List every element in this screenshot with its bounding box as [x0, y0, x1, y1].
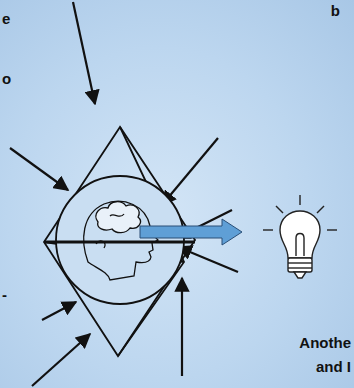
edge-text-fragment: o — [2, 70, 11, 88]
head-circle — [56, 176, 184, 304]
bulb-base — [288, 258, 312, 272]
incoming-arrows — [10, 2, 238, 386]
arrow — [73, 2, 95, 104]
diamond-outline — [44, 127, 195, 356]
thought-cloud — [96, 202, 141, 233]
arrow — [181, 278, 183, 376]
edge-text-fragment: e — [2, 10, 10, 28]
head-profile — [84, 201, 158, 280]
base-ring — [288, 262, 312, 263]
filament — [296, 234, 304, 257]
bulb-glass — [280, 211, 320, 258]
edge-text-fragment: - — [2, 286, 7, 304]
arrow — [10, 148, 68, 190]
ear — [96, 241, 105, 248]
arrow — [32, 334, 90, 386]
brain-squiggle — [110, 214, 124, 216]
edge-text-fragment: b — [331, 2, 340, 20]
horizontal-rod — [44, 241, 195, 244]
edge-text-fragment: Anothe — [299, 334, 351, 352]
output-arrow — [140, 219, 242, 245]
arrow — [42, 302, 76, 320]
light-bulb — [263, 195, 337, 278]
arrow — [162, 138, 218, 205]
light-rays — [263, 195, 337, 230]
base-ring — [288, 267, 312, 268]
diamond-prism — [44, 127, 195, 356]
bulb-tip — [294, 272, 306, 278]
edge-text-fragment: and I — [316, 358, 351, 376]
head — [84, 201, 158, 280]
